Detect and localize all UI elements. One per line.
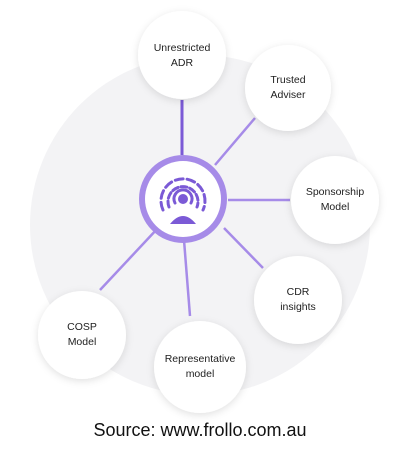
node-cdr-insights: CDR insights [254,256,342,344]
node-cosp-model: COSP Model [38,291,126,379]
node-label-line-1: Sponsorship [306,186,365,198]
node-label-line-1: CDR [287,286,310,298]
podcast-person-icon [159,177,207,224]
node-sponsorship-model: Sponsorship Model [291,156,379,244]
connector-cosp-model [99,227,159,291]
node-label-line-2: Adviser [270,89,306,101]
node-label-line-2: model [186,368,215,380]
node-label-line-2: insights [280,301,316,313]
node-label-line-1: Trusted [270,74,305,86]
node-label-line-2: Model [68,336,97,348]
node-label-line-1: COSP [67,321,97,333]
hub [139,155,227,243]
connector-cdr-insights [223,227,264,269]
node-representative-model: Representative model [154,321,246,413]
connectors [99,100,290,317]
node-label-line-1: Unrestricted [154,42,211,54]
connector-trusted-adviser [214,117,256,166]
node-unrestricted-adr: Unrestricted ADR [138,11,226,99]
connector-representative-model [182,239,192,317]
source-caption: Source: www.frollo.com.au [93,420,307,440]
node-label-line-2: ADR [171,57,194,69]
node-label-line-1: Representative [165,353,236,365]
node-label-line-2: Model [321,201,350,213]
node-trusted-adviser: Trusted Adviser [245,45,331,131]
